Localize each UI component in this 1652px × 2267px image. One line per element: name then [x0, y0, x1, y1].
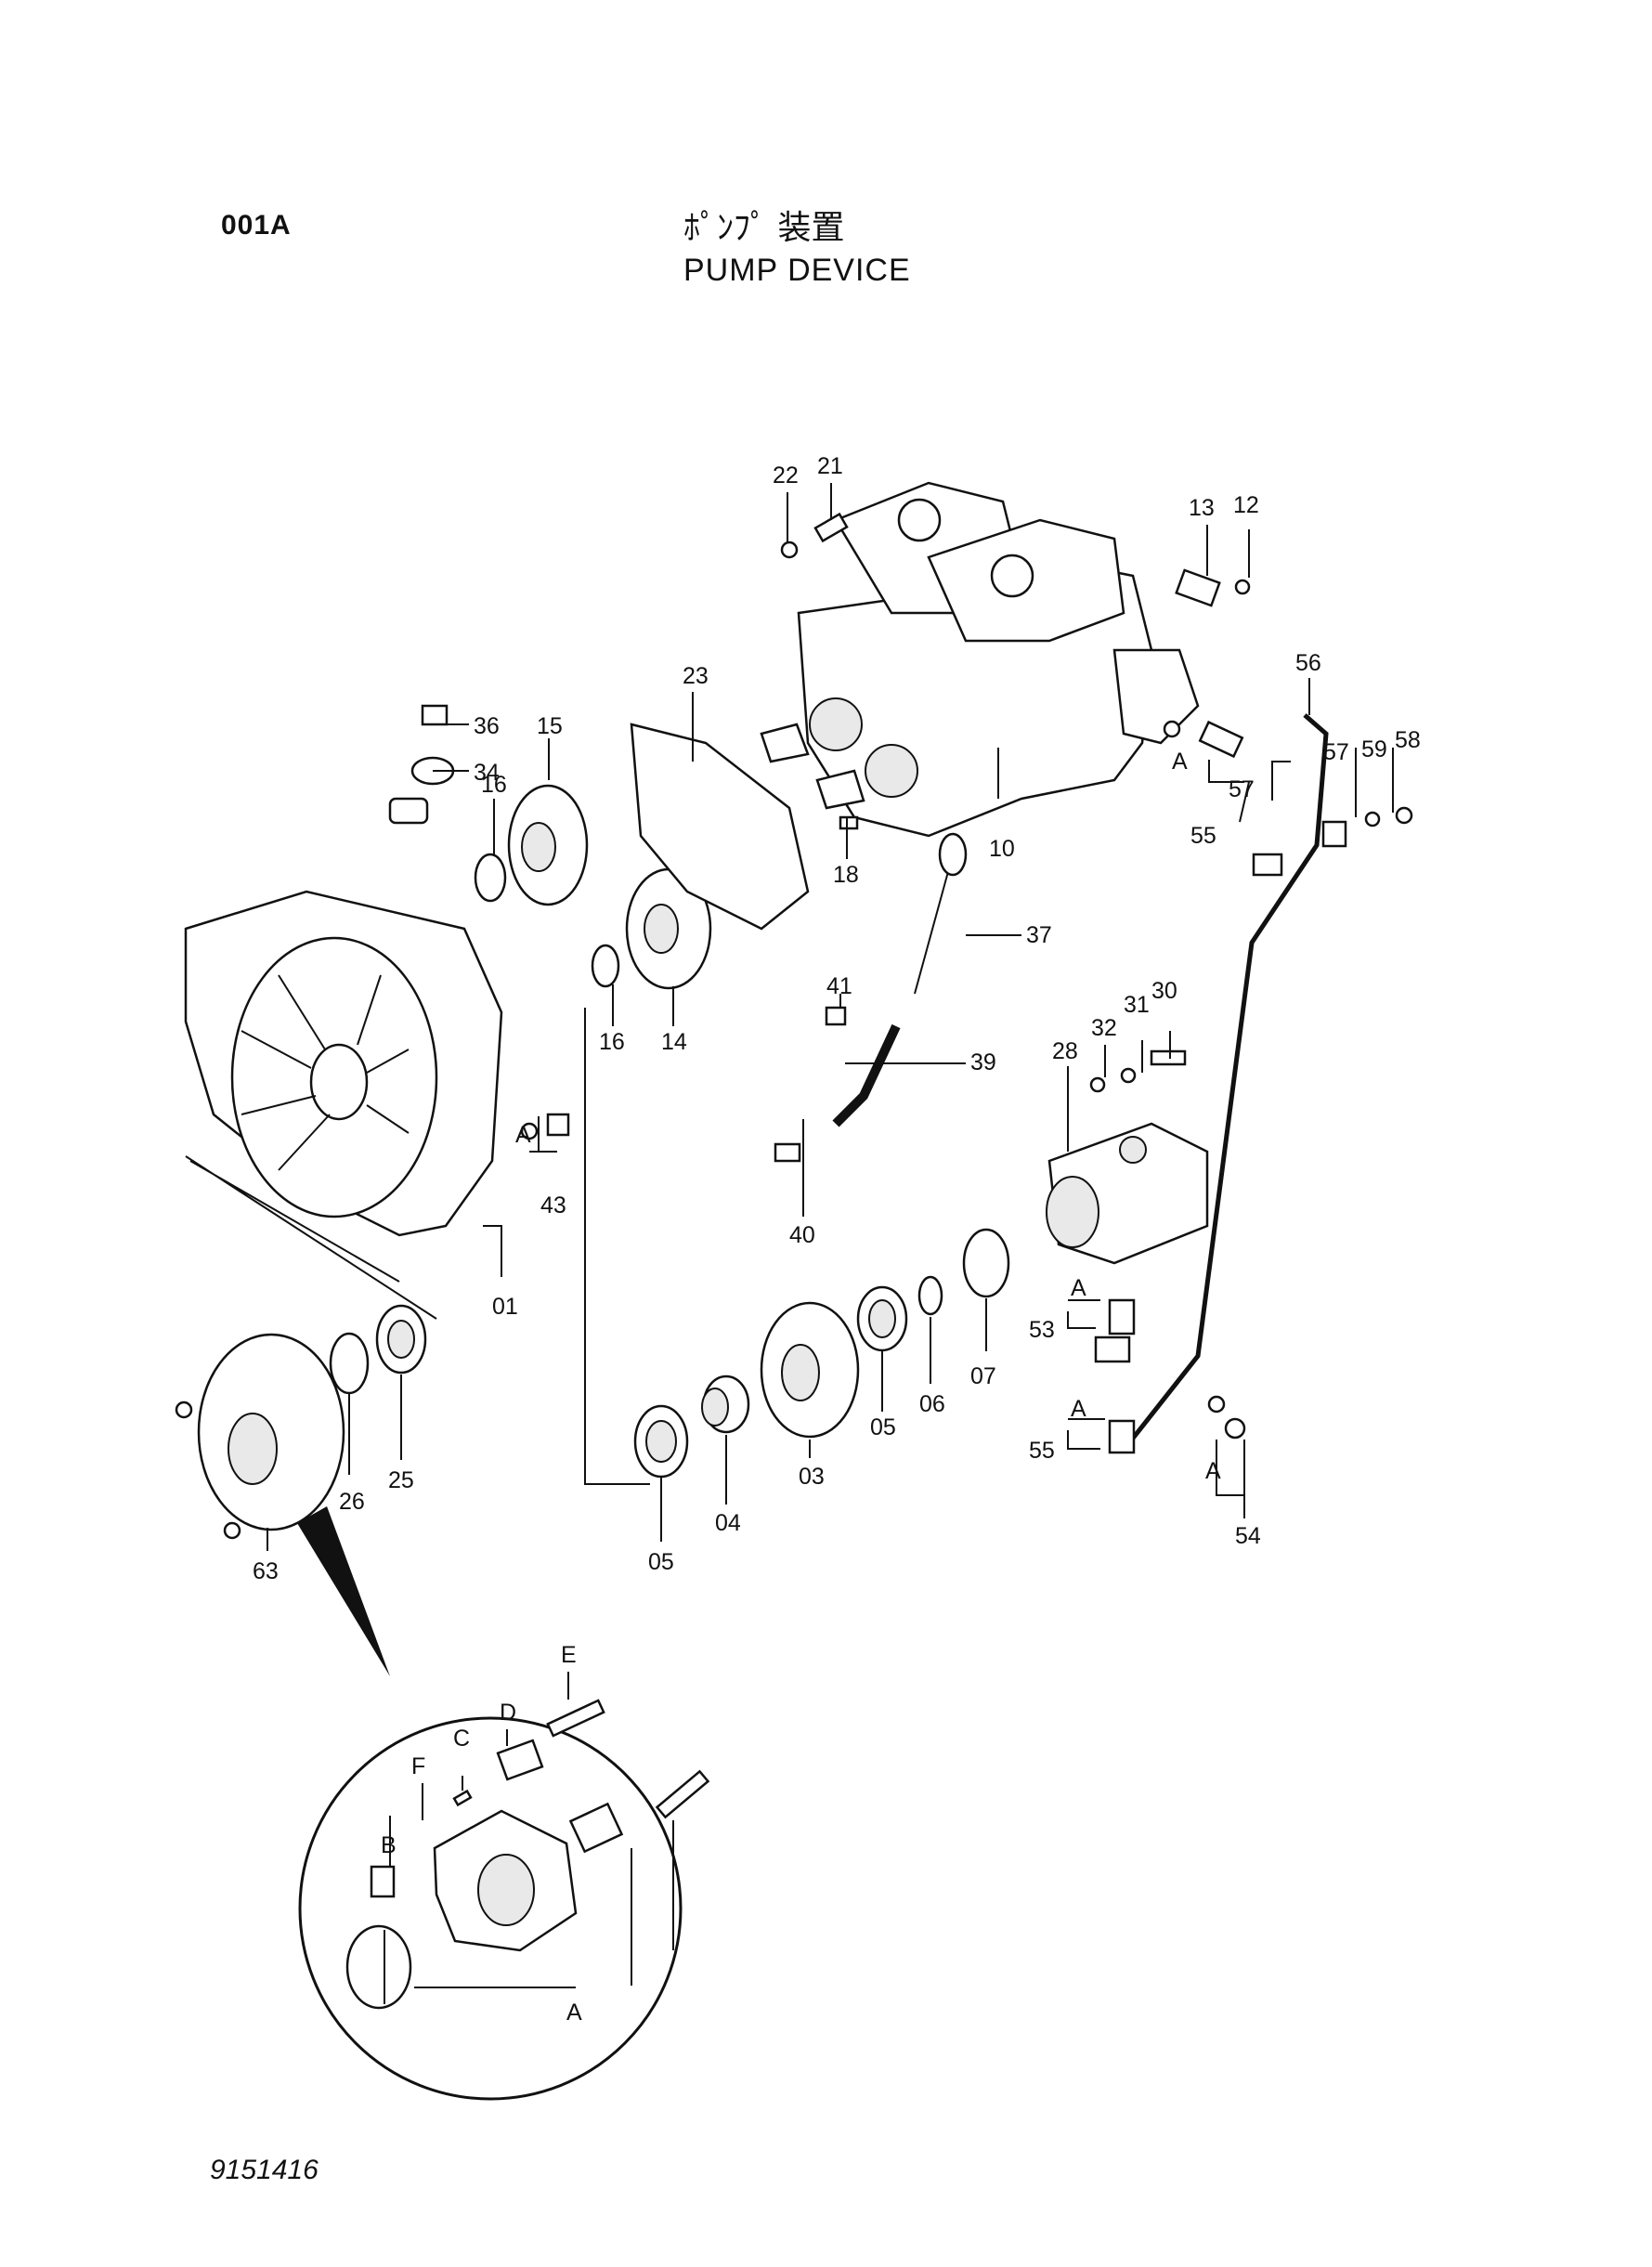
gear-03	[760, 1301, 860, 1439]
dipstick-ring	[938, 832, 968, 877]
callout-25: 25	[388, 1467, 414, 1493]
callout-16-lower: 16	[599, 1029, 625, 1055]
callout-letter-c: C	[453, 1726, 470, 1752]
callout-57-upper: 57	[1323, 739, 1349, 765]
callout-14: 14	[661, 1029, 687, 1055]
callout-letter-a3: A	[1071, 1275, 1086, 1301]
title-english: PUMP DEVICE	[683, 253, 911, 288]
callout-34: 34	[474, 760, 500, 786]
callout-39: 39	[970, 1049, 996, 1075]
callout-06: 06	[919, 1391, 945, 1417]
callout-letter-a1: A	[1172, 749, 1188, 775]
callout-letter-d: D	[500, 1700, 516, 1726]
gear-15	[507, 784, 589, 906]
flywheel-housing	[184, 890, 503, 1237]
callout-30: 30	[1151, 978, 1177, 1004]
callout-03: 03	[799, 1464, 825, 1490]
callout-01: 01	[492, 1294, 518, 1320]
callout-10: 10	[989, 836, 1015, 862]
bearing-05a	[633, 1404, 689, 1479]
gasket-23	[630, 723, 810, 931]
dipstick-37	[914, 867, 950, 995]
snap-ring-26	[329, 1332, 370, 1395]
snap-ring-16b	[591, 944, 620, 988]
callout-letter-f: F	[411, 1753, 425, 1779]
callout-letter-b: B	[381, 1832, 397, 1858]
coupling-detail-view	[297, 1506, 710, 2101]
callout-56: 56	[1295, 650, 1321, 676]
snap-ring-07	[962, 1228, 1010, 1298]
callout-26: 26	[339, 1489, 365, 1515]
callout-59: 59	[1361, 736, 1387, 762]
title-japanese: ﾎﾟﾝﾌﾟ 装置	[683, 209, 845, 247]
callout-54: 54	[1235, 1523, 1261, 1549]
callout-28: 28	[1052, 1038, 1078, 1064]
pipe-39	[832, 1023, 901, 1127]
callout-letter-a6: A	[566, 2000, 582, 2026]
callout-58: 58	[1395, 727, 1421, 753]
bearing-05b	[856, 1285, 908, 1352]
gear-14	[625, 867, 712, 990]
hose-56	[1126, 713, 1329, 1446]
leader-lines	[185, 483, 1394, 1551]
gear-pump-28	[1046, 1122, 1209, 1265]
document-number: 9151416	[210, 2155, 319, 2185]
callout-05-right: 05	[870, 1414, 896, 1440]
callout-43: 43	[540, 1192, 566, 1218]
callout-04: 04	[715, 1510, 741, 1536]
callout-21: 21	[817, 453, 843, 479]
callout-letter-e: E	[561, 1642, 577, 1668]
callout-07: 07	[970, 1363, 996, 1389]
callout-labels: 21 22 13 12 56 23 36 34 15 16 57 59 58 5…	[253, 453, 1421, 2026]
callout-12: 12	[1233, 492, 1259, 518]
callout-22: 22	[773, 463, 799, 489]
callout-57-lower: 57	[1229, 776, 1255, 802]
coupling-63	[175, 1333, 345, 1540]
callout-55-lower: 55	[1029, 1438, 1055, 1464]
page-code: 001A	[221, 210, 292, 241]
callout-36: 36	[474, 713, 500, 739]
callout-41: 41	[826, 973, 852, 999]
callout-63: 63	[253, 1558, 279, 1584]
callout-05-left: 05	[648, 1549, 674, 1575]
callout-32: 32	[1091, 1015, 1117, 1041]
callout-15: 15	[537, 713, 563, 739]
shaft-04	[701, 1375, 750, 1434]
callout-letter-a5: A	[1205, 1458, 1221, 1484]
callout-40: 40	[789, 1222, 815, 1248]
callout-31: 31	[1124, 992, 1150, 1018]
callout-55-upper: 55	[1190, 823, 1216, 849]
callout-23: 23	[683, 663, 709, 689]
small-fittings	[388, 512, 1413, 1454]
main-pump	[760, 481, 1200, 838]
callout-13: 13	[1189, 495, 1215, 521]
callout-letter-a2: A	[515, 1122, 531, 1148]
snap-ring-16a	[474, 853, 507, 903]
callout-16-upper: 16	[481, 772, 507, 798]
callout-53: 53	[1029, 1317, 1055, 1343]
callout-letter-a4: A	[1071, 1396, 1086, 1422]
callout-37: 37	[1026, 922, 1052, 948]
callout-18: 18	[833, 862, 859, 888]
bearing-25	[375, 1304, 427, 1375]
snap-ring-06	[917, 1275, 943, 1316]
